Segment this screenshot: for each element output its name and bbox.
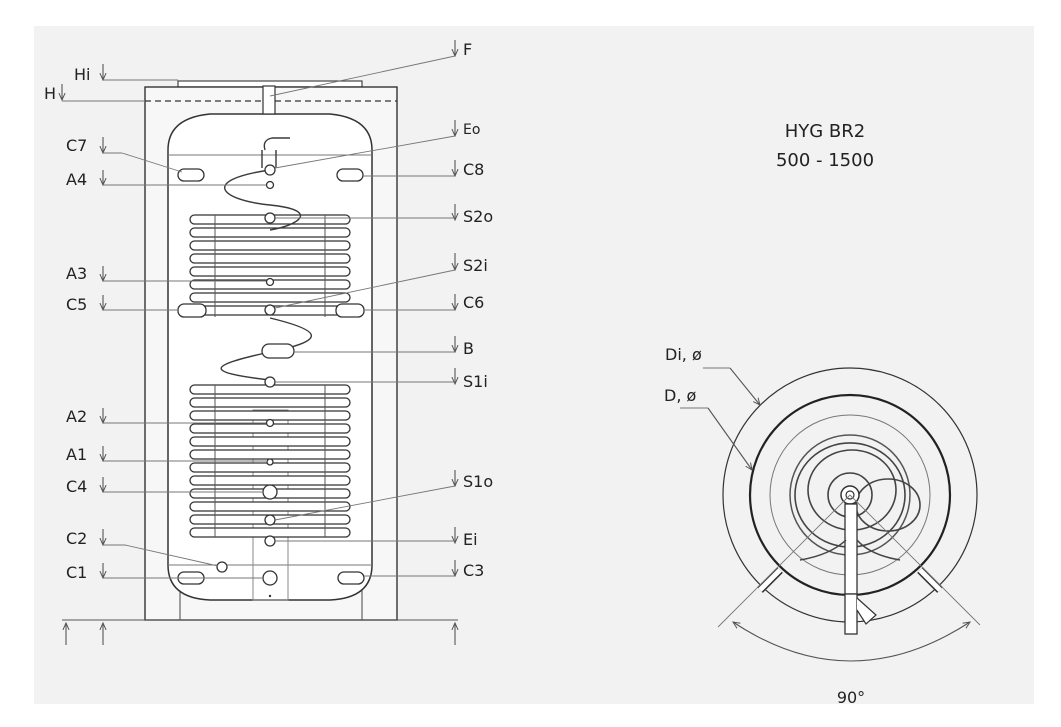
label-Ei: Ei [463, 530, 478, 549]
coil-winding [189, 292, 351, 303]
port-C1-center [262, 570, 278, 586]
label-D: D, ø [664, 386, 696, 405]
label-C8: C8 [463, 160, 484, 179]
label-Eo: Eo [463, 122, 480, 138]
port-S2o [264, 212, 276, 224]
label-C2: C2 [66, 529, 87, 548]
right-dimension-labels: F Eo C8 S2o S2i C6 B S1i S1o Ei C3 [269, 40, 493, 580]
tank-top-view [680, 367, 981, 662]
label-S1i: S1i [463, 372, 488, 391]
label-C7: C7 [66, 136, 87, 155]
angle-arc [733, 622, 970, 662]
model-range: 500 - 1500 [776, 150, 874, 171]
label-C4: C4 [66, 477, 87, 496]
coil-winding [189, 266, 351, 277]
nozzle-C5 [177, 303, 207, 318]
label-A3: A3 [66, 264, 87, 283]
base-reference [62, 619, 458, 645]
coil-winding [189, 410, 351, 421]
label-C6: C6 [463, 293, 484, 312]
label-A1: A1 [66, 445, 87, 464]
coil-winding [189, 240, 351, 251]
label-S2i: S2i [463, 256, 488, 275]
port-A2 [265, 418, 275, 428]
label-S2o: S2o [463, 207, 493, 226]
port-Eo [264, 164, 276, 176]
coil-winding [189, 397, 351, 408]
nozzle-C3 [337, 571, 365, 585]
label-B: B [463, 339, 474, 358]
connecting-spiral [223, 169, 302, 231]
model-title: HYG BR2 [785, 121, 866, 142]
label-C1: C1 [66, 563, 87, 582]
coil-winding [189, 501, 351, 512]
outlet-pipe-F [262, 85, 276, 115]
coil-winding [189, 227, 351, 238]
coil-winding [189, 449, 351, 460]
port-Ei [264, 535, 276, 547]
nozzle-C7 [177, 168, 205, 182]
port-A4 [265, 180, 275, 190]
coil-winding [189, 475, 351, 486]
port-A1 [266, 458, 274, 466]
port-C5-center [264, 304, 276, 316]
label-H: H [44, 84, 56, 103]
label-angle: 90° [837, 688, 865, 707]
port-C4 [262, 484, 278, 500]
coil-winding [189, 253, 351, 264]
label-A2: A2 [66, 407, 87, 426]
label-A4: A4 [66, 170, 87, 189]
coil-winding [189, 436, 351, 447]
label-F: F [463, 40, 472, 59]
label-C3: C3 [463, 561, 484, 580]
nozzle-C8 [336, 168, 364, 182]
left-dimension-labels: Hi H C7 A4 A3 C5 A2 A1 C4 C2 C1 [44, 64, 266, 582]
port-S1i [264, 376, 276, 388]
port-S1o [264, 514, 276, 526]
nozzle-B [261, 343, 295, 359]
label-Di: Di, ø [665, 345, 702, 364]
label-C5: C5 [66, 295, 87, 314]
label-S1o: S1o [463, 472, 493, 491]
tank-side-view [144, 80, 398, 621]
top-view-coil [794, 442, 906, 548]
label-Hi: Hi [74, 65, 90, 84]
port-A3 [265, 277, 275, 287]
nozzle-C6 [335, 303, 365, 318]
port-C2 [216, 561, 228, 573]
